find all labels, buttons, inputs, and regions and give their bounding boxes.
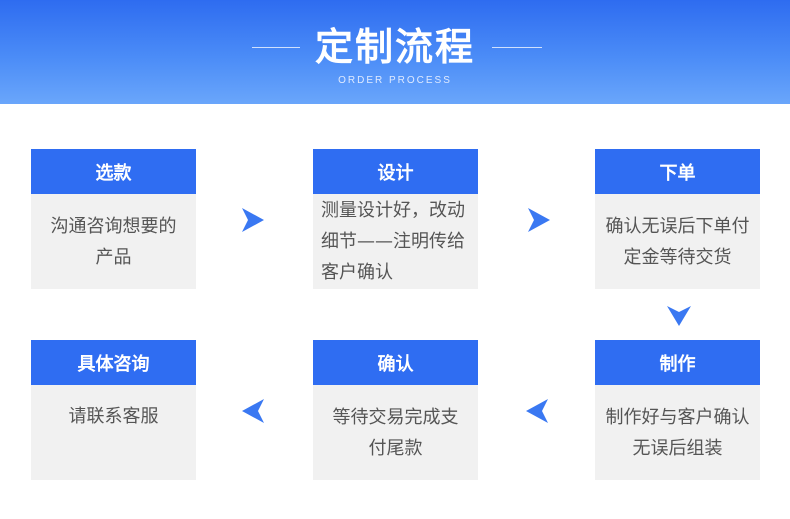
step-title: 具体咨询: [31, 340, 196, 385]
step-card-produce: 制作 制作好与客户确认无误后组装: [595, 340, 760, 480]
step-title: 设计: [313, 149, 478, 194]
header-banner: 定制流程 ORDER PROCESS: [0, 0, 790, 104]
step-desc: 等待交易完成支付尾款: [332, 406, 459, 459]
step-card-consult: 具体咨询 请联系客服: [31, 340, 196, 480]
title-right-rule: [492, 47, 542, 48]
step-desc: 沟通咨询想要的产品: [50, 215, 177, 268]
step-title: 确认: [313, 340, 478, 385]
arrow-left-icon: [242, 399, 264, 423]
page-subtitle: ORDER PROCESS: [338, 75, 452, 86]
step-desc: 测量设计好，改动细节——注明传给客户确认: [321, 200, 465, 283]
step-card-select: 选款 沟通咨询想要的产品: [31, 149, 196, 289]
step-desc: 制作好与客户确认无误后组装: [605, 406, 750, 459]
arrow-right-icon: [528, 208, 550, 232]
step-desc: 确认无误后下单付定金等待交货: [605, 215, 750, 268]
arrow-left-icon: [526, 399, 548, 423]
step-title: 下单: [595, 149, 760, 194]
step-title: 选款: [31, 149, 196, 194]
step-card-order: 下单 确认无误后下单付定金等待交货: [595, 149, 760, 289]
title-left-rule: [252, 47, 300, 48]
arrow-down-icon: [667, 306, 691, 326]
page-title: 定制流程: [314, 25, 475, 69]
arrow-right-icon: [242, 208, 264, 232]
step-card-design: 设计 测量设计好，改动细节——注明传给客户确认: [313, 149, 478, 289]
step-card-confirm: 确认 等待交易完成支付尾款: [313, 340, 478, 480]
step-title: 制作: [595, 340, 760, 385]
step-desc: 请联系客服: [68, 406, 159, 427]
